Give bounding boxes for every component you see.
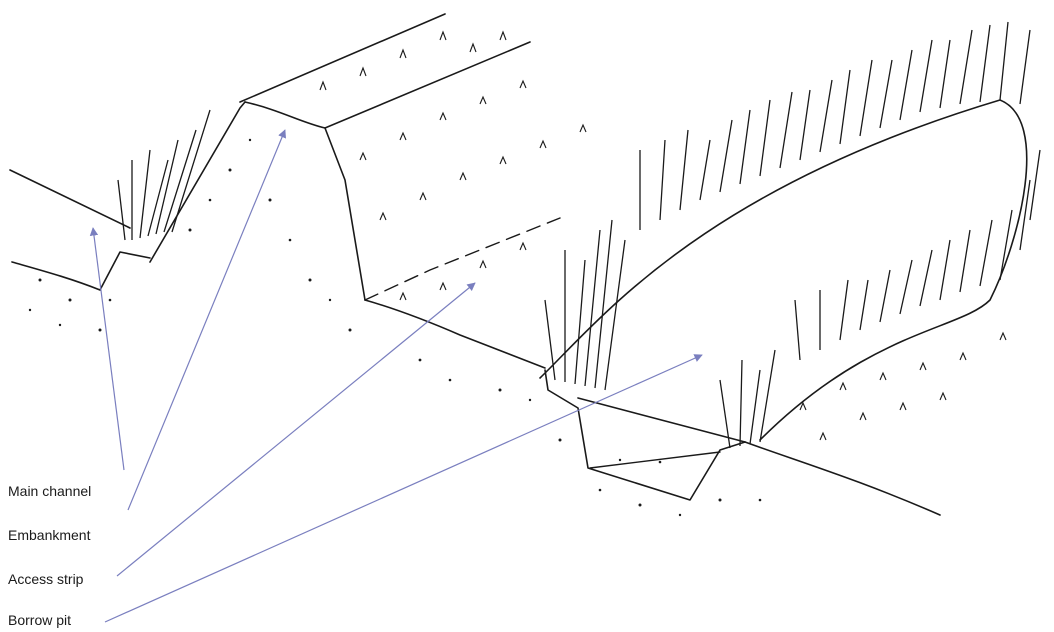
label-embankment: Embankment	[8, 527, 91, 543]
borrow-pit-drawing	[539, 99, 1028, 516]
pointer-arrows	[89, 129, 703, 623]
main-channel-drawing	[9, 169, 151, 291]
borrow-pit-arrow	[104, 354, 703, 623]
label-borrow-pit: Borrow pit	[8, 612, 72, 628]
access-strip-arrow	[116, 282, 476, 577]
access-strip-drawing	[364, 217, 561, 369]
label-main-channel: Main channel	[8, 483, 92, 499]
soil-stipple	[28, 138, 762, 517]
main-channel-arrow	[89, 227, 125, 471]
embankment-arrow	[127, 129, 286, 511]
grass-tufts	[319, 30, 1007, 441]
embankment-drawing	[149, 13, 531, 301]
label-access-strip: Access strip	[8, 571, 84, 587]
reeds	[117, 21, 1041, 449]
